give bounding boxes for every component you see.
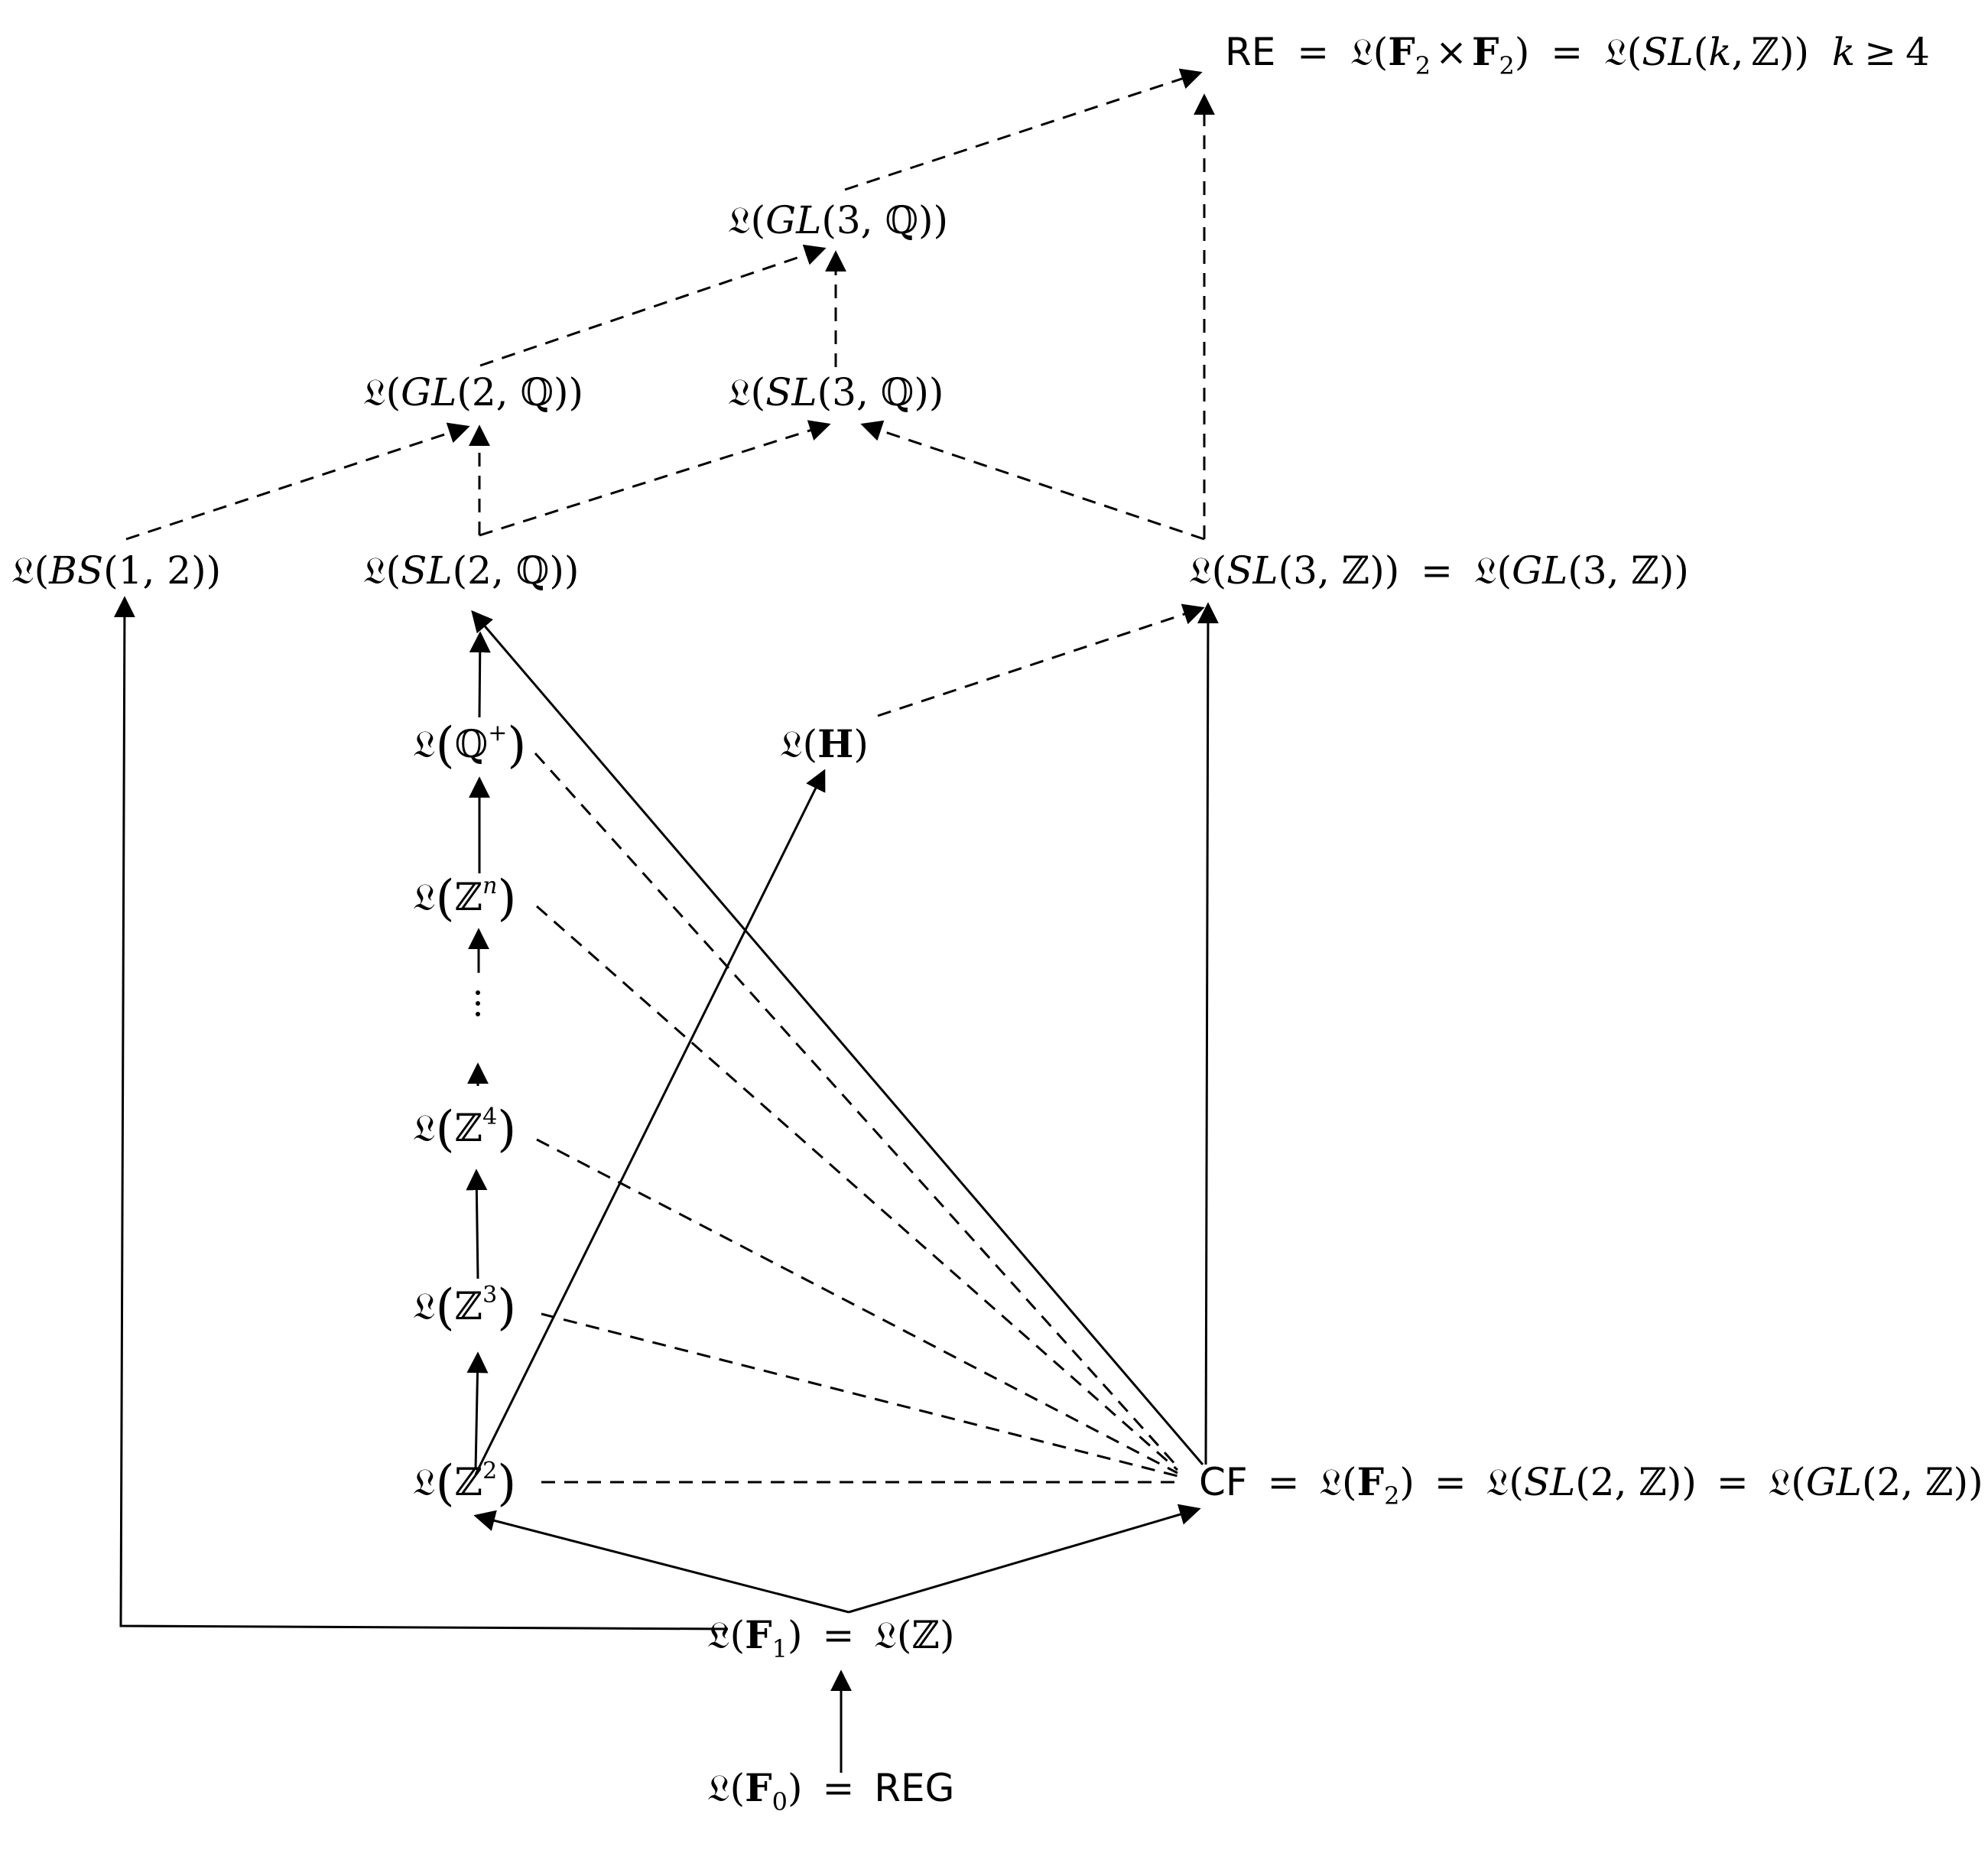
node-gl3q: 𝔏(GL(3, ℚ)) — [728, 198, 948, 242]
node-h: 𝔏(H) — [780, 721, 869, 766]
svg-text:𝔏(H): 𝔏(H) — [780, 721, 869, 766]
edge-sl3z-to-sl3q — [860, 420, 1205, 541]
svg-text:𝔏(ℚ+): 𝔏(ℚ+) — [413, 717, 526, 774]
svg-text:𝔏(ℤn): 𝔏(ℤn) — [413, 870, 516, 927]
svg-text:𝔏(F1) = 𝔏(ℤ): 𝔏(F1) = 𝔏(ℤ) — [707, 1612, 954, 1663]
svg-text:RE = 𝔏(F2×F2): RE = 𝔏(F2×F2) = 𝔏(SL(k,ℤ)) k≥4 — [1225, 29, 1930, 80]
edge-cf-to-sl2q — [471, 610, 1204, 1465]
node-z2: 𝔏(ℤ2) — [413, 1455, 516, 1512]
svg-text:𝔏(SL(2, ℚ)): 𝔏(SL(2, ℚ)) — [363, 548, 579, 593]
svg-text:𝔏(GL(3, ℚ)): 𝔏(GL(3, ℚ)) — [728, 198, 948, 242]
svg-text:𝔏(SL(3, ℤ)) = 𝔏(: 𝔏(SL(3, ℤ)) = 𝔏(GL(3, ℤ)) — [1189, 548, 1689, 593]
edge-bs12-to-gl2q — [125, 422, 470, 541]
edges — [113, 596, 1219, 1773]
edge-zn-cf-dashed — [536, 905, 1178, 1471]
edge-f1-to-cf — [848, 1504, 1201, 1614]
node-re: RE = 𝔏(F2×F2) = 𝔏(SL(k,ℤ)) k≥4 — [1225, 29, 1930, 80]
edge-h-to-sl3z — [877, 603, 1205, 717]
svg-text:CF = 𝔏(F2): CF = 𝔏(F2) = 𝔏(SL(2, ℤ)) = 𝔏(GL(2, ℤ)) — [1199, 1459, 1983, 1510]
svg-text:𝔏(GL(2, ℚ)): 𝔏(GL(2, ℚ)) — [363, 370, 583, 415]
node-bs12: 𝔏(BS(1, 2)) — [11, 548, 221, 593]
node-sl3z: 𝔏(SL(3, ℤ)) = 𝔏(GL(3, ℤ)) — [1189, 548, 1689, 593]
vertical-dots — [476, 990, 480, 1016]
edge-f1-to-z2 — [473, 1510, 849, 1614]
edge-gl3q-to-re — [844, 68, 1203, 191]
node-f1: 𝔏(F1) = 𝔏(ℤ) — [707, 1612, 954, 1663]
edge-z3-to-z4 — [466, 1169, 488, 1279]
svg-text:𝔏(ℤ2): 𝔏(ℤ2) — [413, 1455, 516, 1512]
dashed-edges — [125, 68, 1215, 1484]
node-z4: 𝔏(ℤ4) — [413, 1101, 516, 1158]
edge-z2-to-z3 — [466, 1351, 489, 1471]
edge-z4-cf-dashed — [536, 1138, 1178, 1474]
node-cf: CF = 𝔏(F2) = 𝔏(SL(2, ℤ)) = 𝔏(GL(2, ℤ)) — [1199, 1459, 1983, 1510]
svg-text:𝔏(BS(1, 2)): 𝔏(BS(1, 2)) — [11, 548, 221, 593]
node-sl3q: 𝔏(SL(3, ℚ)) — [728, 370, 944, 415]
node-sl2q: 𝔏(SL(2, ℚ)) — [363, 548, 579, 593]
node-z3: 𝔏(ℤ3) — [413, 1279, 516, 1336]
svg-text:𝔏(ℤ3): 𝔏(ℤ3) — [413, 1279, 516, 1336]
edge-f1-to-bs12 — [113, 596, 729, 1631]
edge-gl2q-to-gl3q — [479, 244, 827, 367]
edge-sl2q-to-sl3q — [479, 420, 831, 537]
edge-z2-to-h — [474, 769, 826, 1475]
edge-z3-cf-dashed — [541, 1312, 1178, 1478]
node-zn: 𝔏(ℤn) — [413, 870, 516, 927]
edge-cf-to-sl3z — [1197, 602, 1219, 1465]
svg-text:𝔏(F0) = REG: 𝔏(F0) = REG — [707, 1765, 954, 1816]
svg-text:𝔏(SL(3, ℚ)): 𝔏(SL(3, ℚ)) — [728, 370, 944, 415]
edge-qplus-to-sl2q — [469, 631, 491, 718]
svg-text:𝔏(ℤ4): 𝔏(ℤ4) — [413, 1101, 516, 1158]
node-qplus: 𝔏(ℚ+) — [413, 717, 526, 774]
node-f0: 𝔏(F0) = REG — [707, 1765, 954, 1816]
node-gl2q: 𝔏(GL(2, ℚ)) — [363, 370, 583, 415]
edge-qplus-cf-dashed — [534, 752, 1179, 1468]
